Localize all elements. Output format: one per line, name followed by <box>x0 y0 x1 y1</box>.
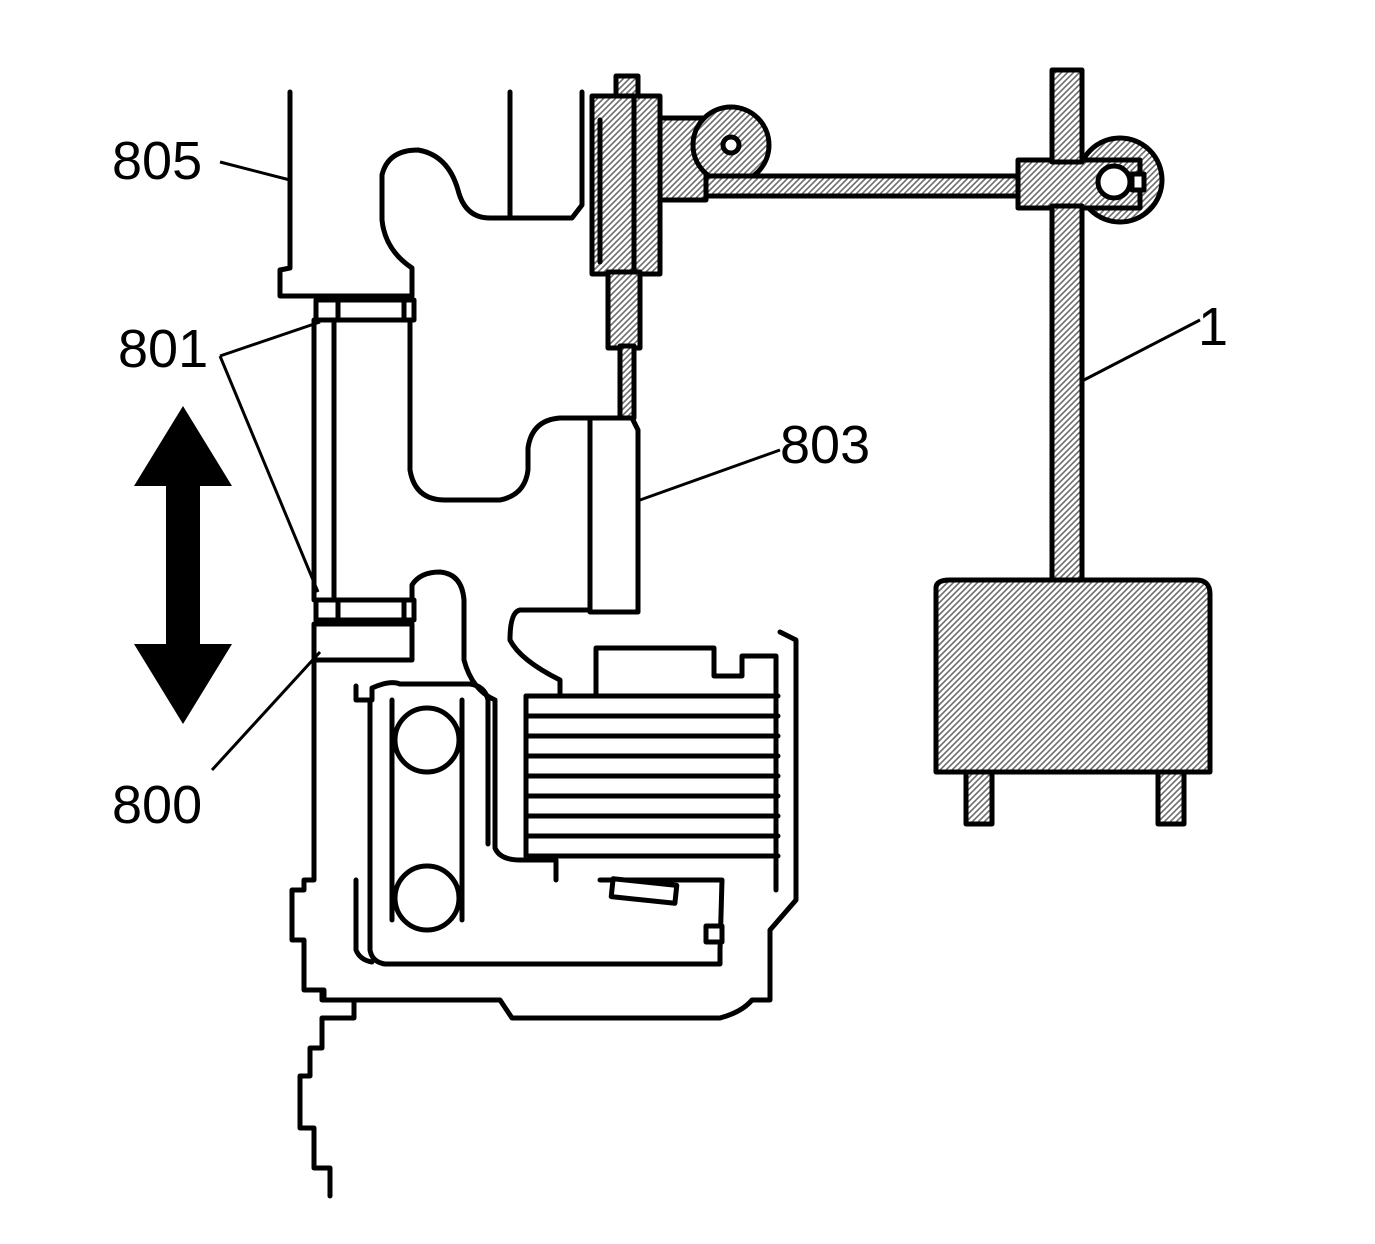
dial-indicator <box>589 73 1165 421</box>
callout-801: 801 <box>118 319 209 379</box>
magnetic-stand-1 <box>933 67 1213 827</box>
callout-803: 803 <box>780 415 871 475</box>
seal-801 <box>311 297 417 623</box>
housing-805 <box>277 89 585 299</box>
leader-lines <box>210 160 1201 772</box>
piston-800 <box>311 621 415 663</box>
clutch-housing-803 <box>289 317 799 1199</box>
double-headed-vertical-arrow-icon <box>134 406 232 724</box>
callout-805: 805 <box>112 131 203 191</box>
callout-1: 1 <box>1198 297 1229 357</box>
callout-800: 800 <box>112 775 203 835</box>
